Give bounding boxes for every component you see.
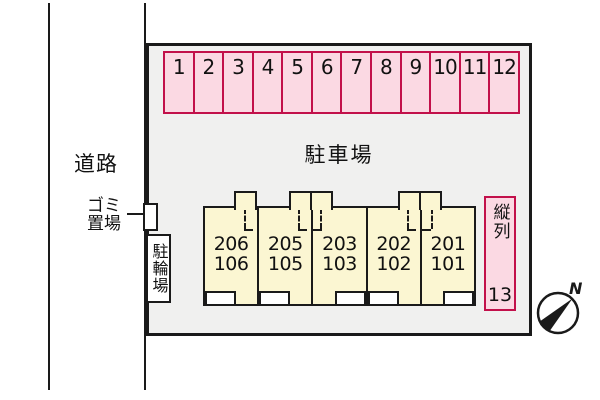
parking-space-8: 8: [372, 53, 402, 112]
unit-lower-number: 103: [322, 253, 357, 275]
entry-tab-2: [289, 191, 312, 210]
garbage-area-rect: [143, 203, 158, 231]
door-dash: [298, 229, 307, 231]
tandem-space-number: 13: [487, 284, 513, 306]
road-label: 道路: [74, 152, 118, 176]
door-dash: [244, 229, 253, 231]
parking-space-7: 7: [342, 53, 373, 112]
parking-space-1: 1: [165, 53, 195, 112]
porch-2: [259, 291, 290, 304]
bicycle-parking-label: 駐輪場: [149, 243, 169, 294]
unit-upper-number: 202: [376, 233, 412, 255]
unit-upper-number: 206: [213, 233, 249, 255]
unit-upper-number: 203: [322, 233, 357, 255]
bicycle-parking-box: 駐輪場: [146, 234, 171, 303]
garbage-leader-line: [127, 213, 143, 215]
unit-205-105: 205 105: [259, 208, 314, 304]
parking-space-12: 12: [492, 55, 516, 79]
parking-space-5: 5: [283, 53, 313, 112]
parking-spaces-row: 1 2 3 4 5 6 7 8 9 10 11 12: [163, 51, 520, 114]
building-units: 206 106 205 105 203 103 202 102 201 101: [205, 208, 474, 304]
door-dash: [422, 229, 431, 231]
entry-tab-4: [398, 191, 421, 210]
unit-lower-number: 102: [376, 253, 412, 275]
entry-tab-5: [419, 191, 442, 210]
compass-north-label: N: [569, 279, 583, 298]
unit-lower-number: 106: [213, 253, 249, 275]
boundary-line-right: [144, 3, 146, 390]
porch-1: [205, 291, 236, 304]
porch-4: [368, 291, 399, 304]
unit-201-101: 201 101: [422, 208, 474, 304]
parking-space-10: 10: [431, 53, 461, 112]
garbage-area-label: ゴミ 置場: [80, 197, 128, 233]
parking-space-9: 9: [402, 53, 432, 112]
door-dash: [313, 229, 322, 231]
door-dash: [407, 229, 416, 231]
parking-space-2: 2: [195, 53, 225, 112]
parking-site-outline: 1 2 3 4 5 6 7 8 9 10 11 12 駐車場 206 106 2…: [146, 43, 532, 336]
boundary-line-left: [48, 3, 50, 390]
unit-upper-number: 205: [267, 233, 303, 255]
building-outline: 206 106 205 105 203 103 202 102 201 101: [203, 191, 476, 306]
unit-203-103: 203 103: [313, 208, 368, 304]
compass-north-icon: N: [536, 279, 583, 335]
unit-lower-number: 105: [267, 253, 303, 275]
parking-space-11: 11: [461, 53, 491, 112]
parking-space-6: 6: [313, 53, 343, 112]
porch-5: [443, 291, 474, 304]
porch-3: [335, 291, 366, 304]
entry-tab-3: [310, 191, 333, 210]
garbage-label-line1: ゴミ: [87, 196, 121, 216]
parking-space-3: 3: [224, 53, 254, 112]
entry-tab-1: [234, 191, 257, 210]
parking-area-label: 駐車場: [304, 143, 374, 167]
tandem-space-13: 縦列 13: [484, 196, 516, 311]
door-dash: [431, 208, 433, 229]
unit-206-106: 206 106: [205, 208, 260, 304]
door-dash: [320, 208, 322, 229]
door-dash: [298, 208, 300, 229]
parking-space-4: 4: [254, 53, 284, 112]
garbage-label-line2: 置場: [87, 214, 121, 234]
unit-upper-number: 201: [430, 233, 466, 255]
door-dash: [244, 208, 246, 229]
unit-202-102: 202 102: [368, 208, 422, 304]
tandem-label: 縦列: [489, 203, 510, 241]
door-dash: [407, 208, 409, 229]
unit-lower-number: 101: [430, 253, 466, 275]
